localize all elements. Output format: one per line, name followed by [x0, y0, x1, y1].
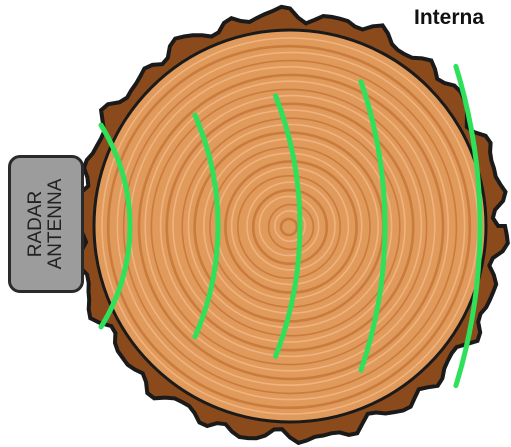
diagram-title: Interna: [414, 6, 484, 30]
radar-antenna-icon: RADAR ANTENNA: [8, 155, 84, 293]
antenna-label-line-1: RADAR: [26, 179, 46, 270]
antenna-label-line-2: ANTENNA: [46, 179, 66, 270]
antenna-label: RADAR ANTENNA: [26, 179, 66, 270]
